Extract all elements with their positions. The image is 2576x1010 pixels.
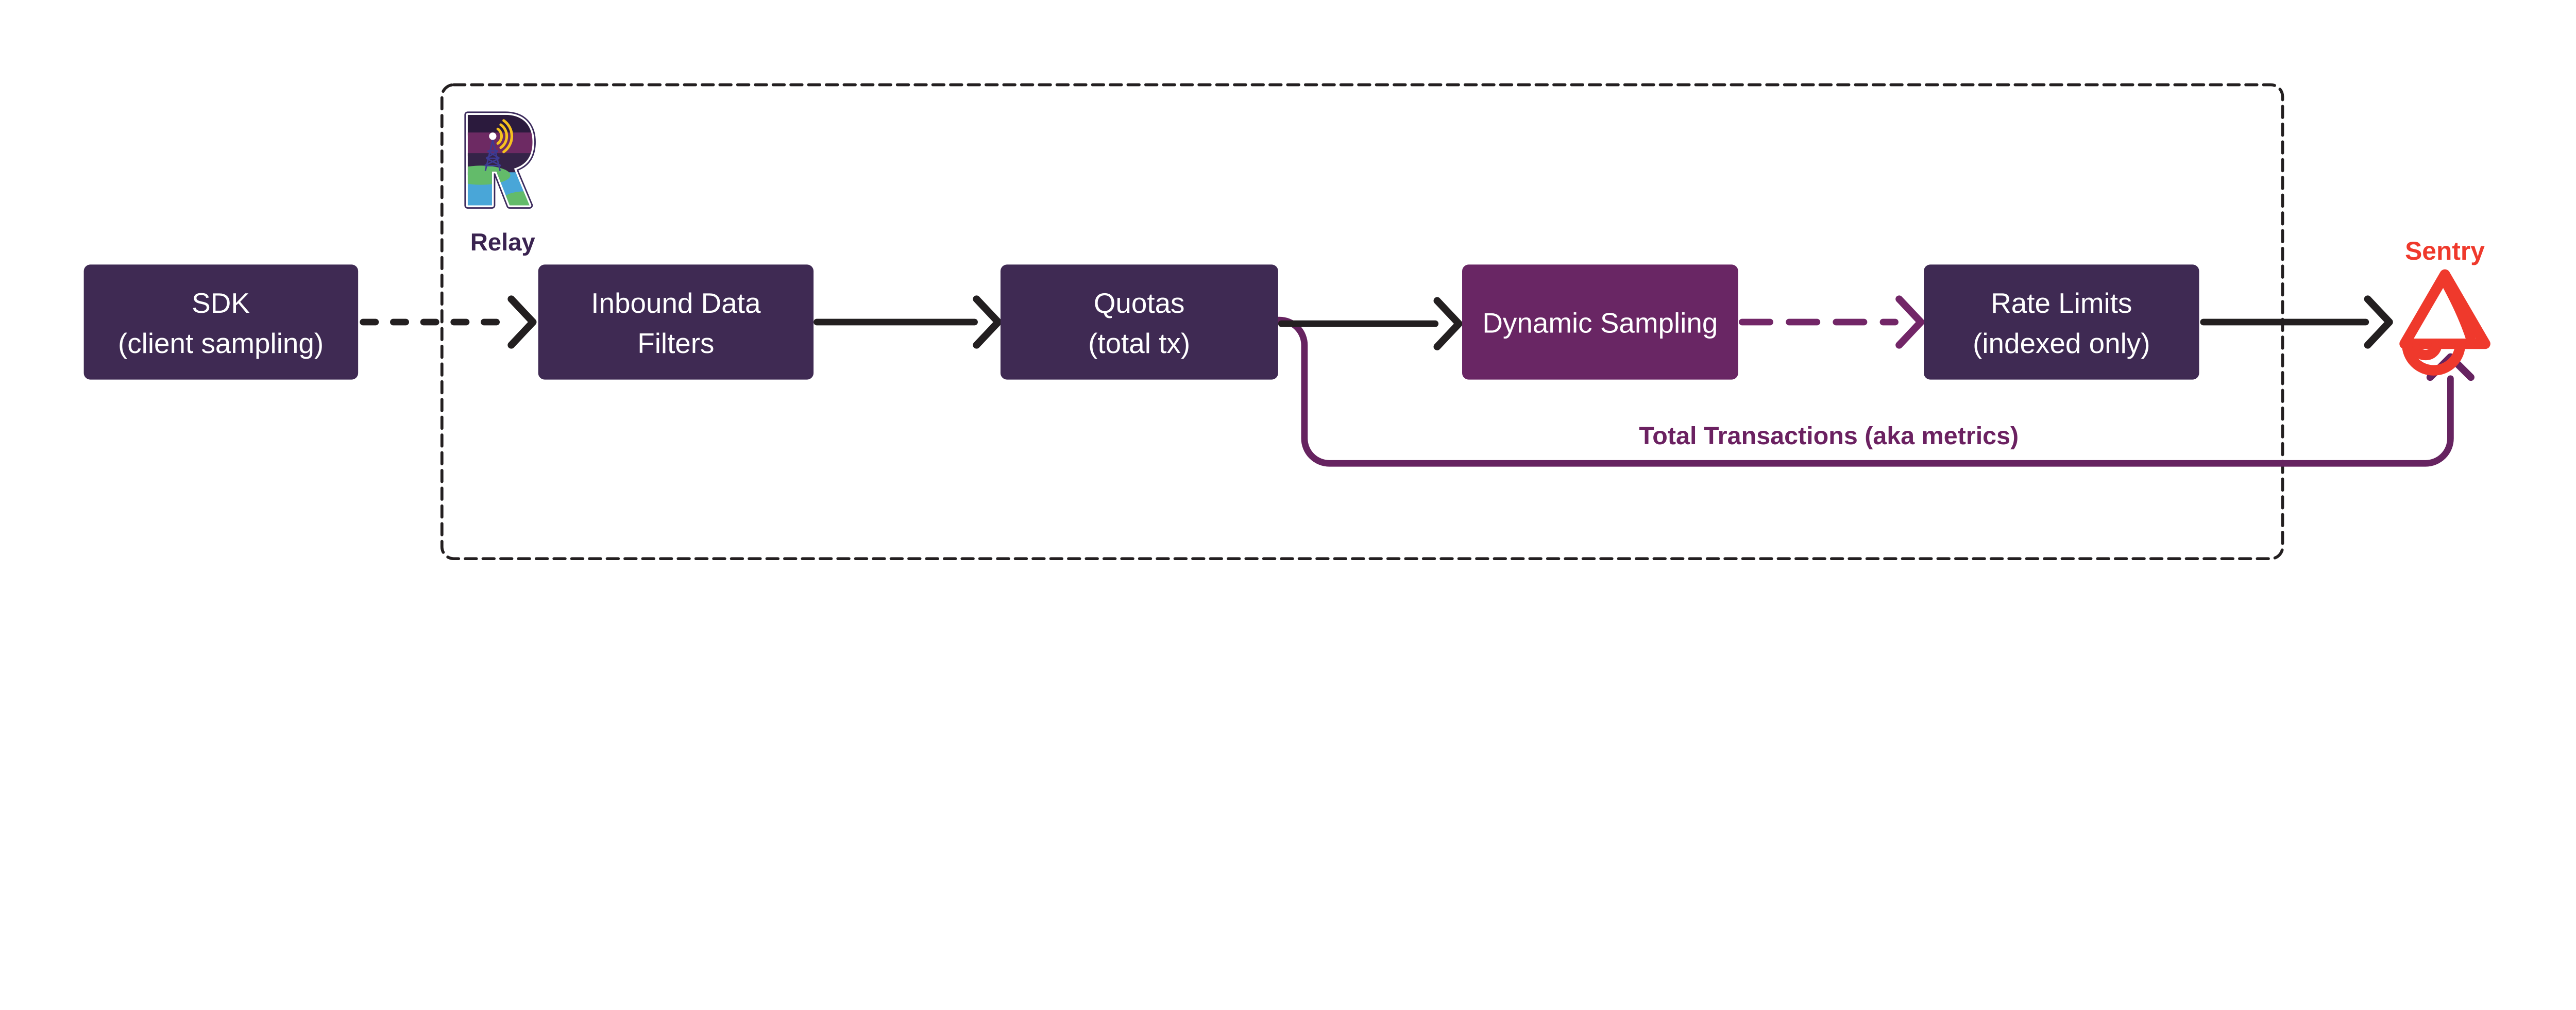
node-rate-limits: Rate Limits (indexed only) [1924,264,2199,380]
node-quotas-label-line1: Quotas [1094,287,1185,319]
arrow-rate-limits-to-sentry [2200,295,2393,349]
node-inbound-data-filters-label-line1: Inbound Data [591,287,761,319]
node-rate-limits-label-line1: Rate Limits [1991,287,2132,319]
node-rate-limits-box [1924,264,2199,380]
node-sdk-label-line2: (client sampling) [118,327,324,359]
relay-logo-icon [464,111,536,209]
relay-label: Relay [470,229,535,256]
node-dynamic-sampling-label: Dynamic Sampling [1482,307,1718,339]
node-rate-limits-label-line2: (indexed only) [1973,327,2150,359]
node-inbound-data-filters-label-line2: Filters [637,327,714,359]
node-sdk: SDK (client sampling) [83,264,359,380]
sentry-logo-icon [2399,269,2490,376]
sentry-label: Sentry [2405,237,2485,265]
node-quotas: Quotas (total tx) [1000,264,1278,380]
node-quotas-box [1000,264,1278,380]
node-inbound-data-filters: Inbound Data Filters [538,264,814,380]
arrow-head-right-icon [1433,297,1463,350]
arrow-sdk-to-inbound-filters [360,295,537,349]
arrow-head-right-icon [1895,295,1925,349]
arrow-dynamic-sampling-to-rate-limits [1739,295,1925,349]
arrow-head-right-icon [973,295,1002,349]
diagram-canvas: Total Transactions (aka metrics) SDK (cl… [83,83,2490,561]
node-sdk-box [83,264,359,380]
node-sdk-label-line1: SDK [192,287,250,319]
arrow-quotas-to-dynamic-sampling [1278,297,1463,350]
node-quotas-label-line2: (total tx) [1088,327,1190,359]
arrow-head-right-icon [507,295,537,349]
metrics-label: Total Transactions (aka metrics) [1639,422,2019,450]
node-dynamic-sampling: Dynamic Sampling [1462,264,1738,380]
arrow-inbound-filters-to-quotas [814,295,1002,349]
node-inbound-data-filters-box [538,264,814,380]
node-dynamic-sampling-box [1462,264,1738,380]
arrow-head-right-icon [2364,295,2393,349]
